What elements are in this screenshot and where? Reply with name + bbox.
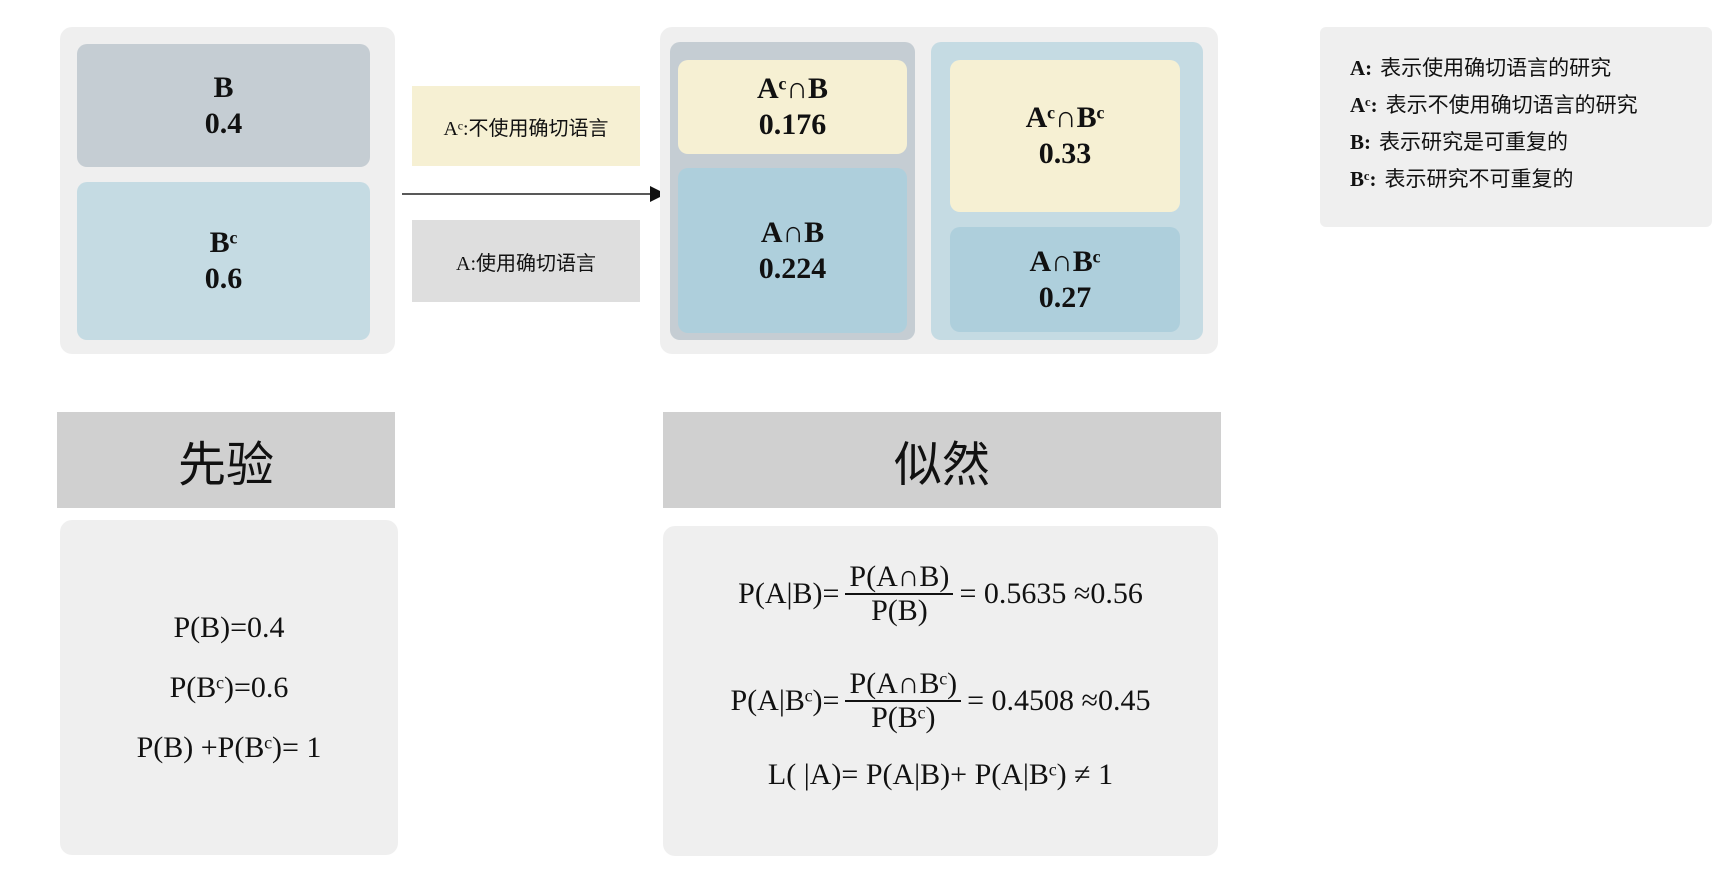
bc-card: Bᶜ 0.6	[77, 182, 370, 340]
likelihood-formula-panel: P(A|B)= P(A∩B) P(B) = 0.5635 ≈0.56 P(A|B…	[663, 526, 1218, 856]
ac-and-b-label: Aᶜ∩B	[756, 72, 828, 105]
eq1-fraction: P(A∩B) P(B)	[845, 561, 954, 627]
a-and-b-card: A∩B 0.224	[678, 168, 907, 333]
legend-text-ac: 表示不使用确切语言的研究	[1385, 93, 1638, 117]
prior-diagram-panel: B 0.4 Bᶜ 0.6	[60, 27, 395, 354]
legend-item-b: B: 表示研究是可重复的	[1350, 129, 1712, 155]
eq2-denominator: P(Bᶜ)	[871, 701, 936, 734]
b-label: B	[213, 70, 234, 104]
likelihood-eq-a-given-b: P(A|B)= P(A∩B) P(B) = 0.5635 ≈0.56	[663, 556, 1218, 632]
joint-diagram-panel: Aᶜ∩B 0.176 A∩B 0.224 Aᶜ∩Bᶜ 0.33 A∩Bᶜ 0.2…	[660, 27, 1218, 354]
bc-label: Bᶜ	[209, 226, 238, 259]
legend-item-ac: Aᶜ: 表示不使用确切语言的研究	[1350, 92, 1712, 118]
ac-and-b-card: Aᶜ∩B 0.176	[678, 60, 907, 154]
bc-value: 0.6	[204, 262, 243, 295]
eq2-fraction: P(A∩Bᶜ) P(Bᶜ)	[845, 668, 962, 734]
eq1-rhs: = 0.5635 ≈0.56	[959, 577, 1143, 610]
likelihood-section-title: 似然	[663, 412, 1221, 508]
eq1-numerator: P(A∩B)	[845, 561, 954, 595]
b-value: 0.4	[204, 106, 243, 140]
a-transition-tag: A:使用确切语言	[412, 220, 640, 302]
prior-section-title: 先验	[57, 412, 395, 508]
eq1-lhs: P(A|B)=	[738, 577, 840, 610]
legend-item-bc: Bᶜ: 表示研究不可重复的	[1350, 166, 1712, 192]
ac-and-bc-label: Aᶜ∩Bᶜ	[1025, 101, 1105, 134]
a-and-bc-value: 0.27	[1038, 280, 1092, 314]
legend-key-b: B:	[1350, 130, 1371, 154]
transition-arrow	[402, 186, 666, 202]
a-transition-label: A:使用确切语言	[456, 252, 596, 275]
prior-formula-panel: P(B)=0.4 P(Bᶜ)=0.6 P(B) +P(Bᶜ)= 1	[60, 520, 398, 855]
a-and-bc-card: A∩Bᶜ 0.27	[950, 227, 1180, 332]
ac-transition-tag: Aᶜ:不使用确切语言	[412, 86, 640, 166]
prior-formula-sum: P(B) +P(Bᶜ)= 1	[136, 730, 322, 764]
a-and-bc-label: A∩Bᶜ	[1029, 244, 1101, 278]
likelihood-title-text: 似然	[893, 437, 990, 493]
legend-text-b: 表示研究是可重复的	[1379, 130, 1568, 154]
ac-transition-label: Aᶜ:不使用确切语言	[443, 117, 609, 140]
legend-text-bc: 表示研究不可重复的	[1384, 167, 1574, 191]
eq2-rhs: = 0.4508 ≈0.45	[967, 684, 1151, 717]
eq1-denominator: P(B)	[871, 594, 928, 627]
a-and-b-label: A∩B	[760, 215, 825, 249]
prior-title-text: 先验	[177, 437, 274, 493]
legend-key-bc: Bᶜ:	[1350, 167, 1377, 191]
likelihood-sum-equation: L( |A)= P(A|B)+ P(A|Bᶜ) ≠ 1	[663, 750, 1218, 800]
prior-formula-pbc: P(Bᶜ)=0.6	[169, 670, 289, 704]
eq3-text: L( |A)= P(A|B)+ P(A|Bᶜ) ≠ 1	[767, 758, 1114, 791]
prior-formula-pb: P(B)=0.4	[173, 610, 285, 644]
legend-key-ac: Aᶜ:	[1350, 93, 1378, 117]
ac-and-bc-value: 0.33	[1038, 137, 1092, 170]
likelihood-eq-a-given-bc: P(A|Bᶜ)= P(A∩Bᶜ) P(Bᶜ) = 0.4508 ≈0.45	[663, 663, 1218, 739]
b-card: B 0.4	[77, 44, 370, 167]
legend-key-a: A:	[1350, 56, 1373, 80]
ac-and-b-value: 0.176	[758, 108, 827, 141]
legend-item-a: A: 表示使用确切语言的研究	[1350, 55, 1712, 81]
legend-text-a: 表示使用确切语言的研究	[1380, 56, 1612, 80]
eq2-lhs: P(A|Bᶜ)=	[730, 684, 840, 717]
eq2-numerator: P(A∩Bᶜ)	[845, 668, 962, 702]
legend-box: A: 表示使用确切语言的研究 Aᶜ: 表示不使用确切语言的研究 B: 表示研究是可重复…	[1320, 27, 1712, 227]
ac-and-bc-card: Aᶜ∩Bᶜ 0.33	[950, 60, 1180, 212]
a-and-b-value: 0.224	[758, 251, 827, 285]
